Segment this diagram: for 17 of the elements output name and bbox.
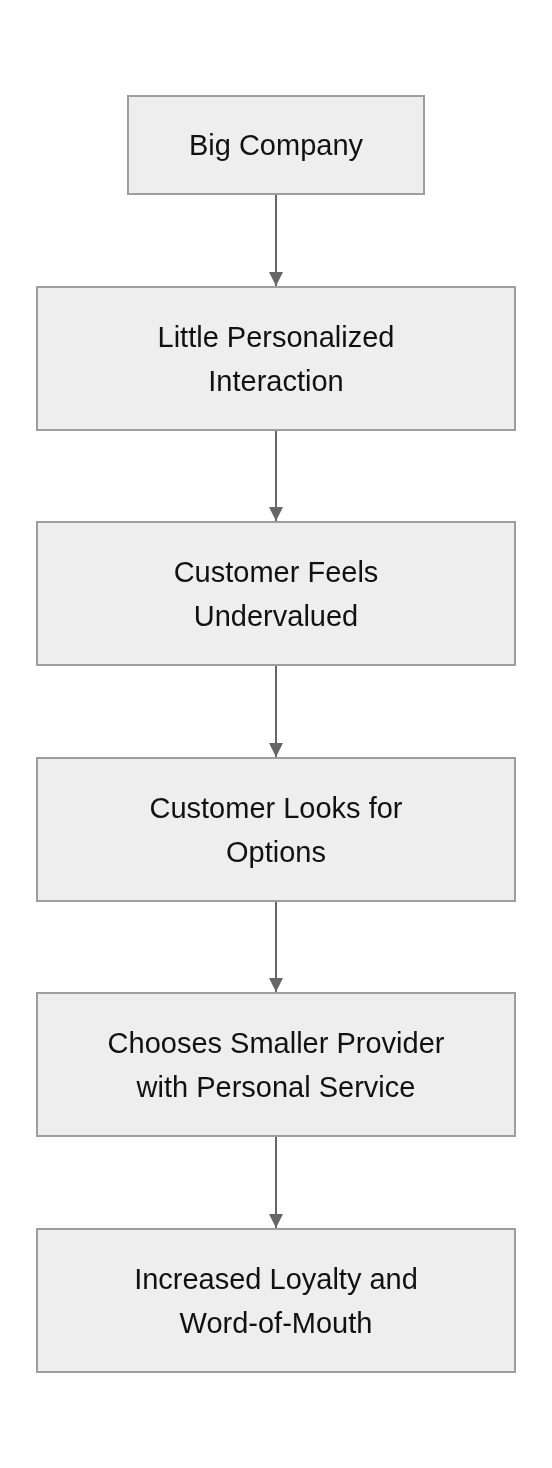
process-box	[127, 95, 425, 195]
process-box	[36, 757, 516, 902]
step-label: Customer Looks for Options	[148, 790, 404, 870]
arrow	[269, 194, 283, 287]
arrow	[269, 901, 283, 993]
step-label: Chooses Smaller Provider with Personal Service	[106, 1025, 446, 1105]
process-box	[36, 286, 516, 431]
step-label: Little Personalized Interaction	[156, 319, 396, 399]
arrow	[269, 1136, 283, 1229]
process-box	[36, 1228, 516, 1373]
process-box	[36, 992, 516, 1137]
step-label: Customer Feels Undervalued	[172, 554, 380, 634]
arrow	[269, 665, 283, 758]
step-label: Increased Loyalty and Word-of-Mouth	[133, 1261, 419, 1341]
step-label: Big Company	[188, 128, 364, 163]
arrow	[269, 430, 283, 522]
process-box	[36, 521, 516, 666]
